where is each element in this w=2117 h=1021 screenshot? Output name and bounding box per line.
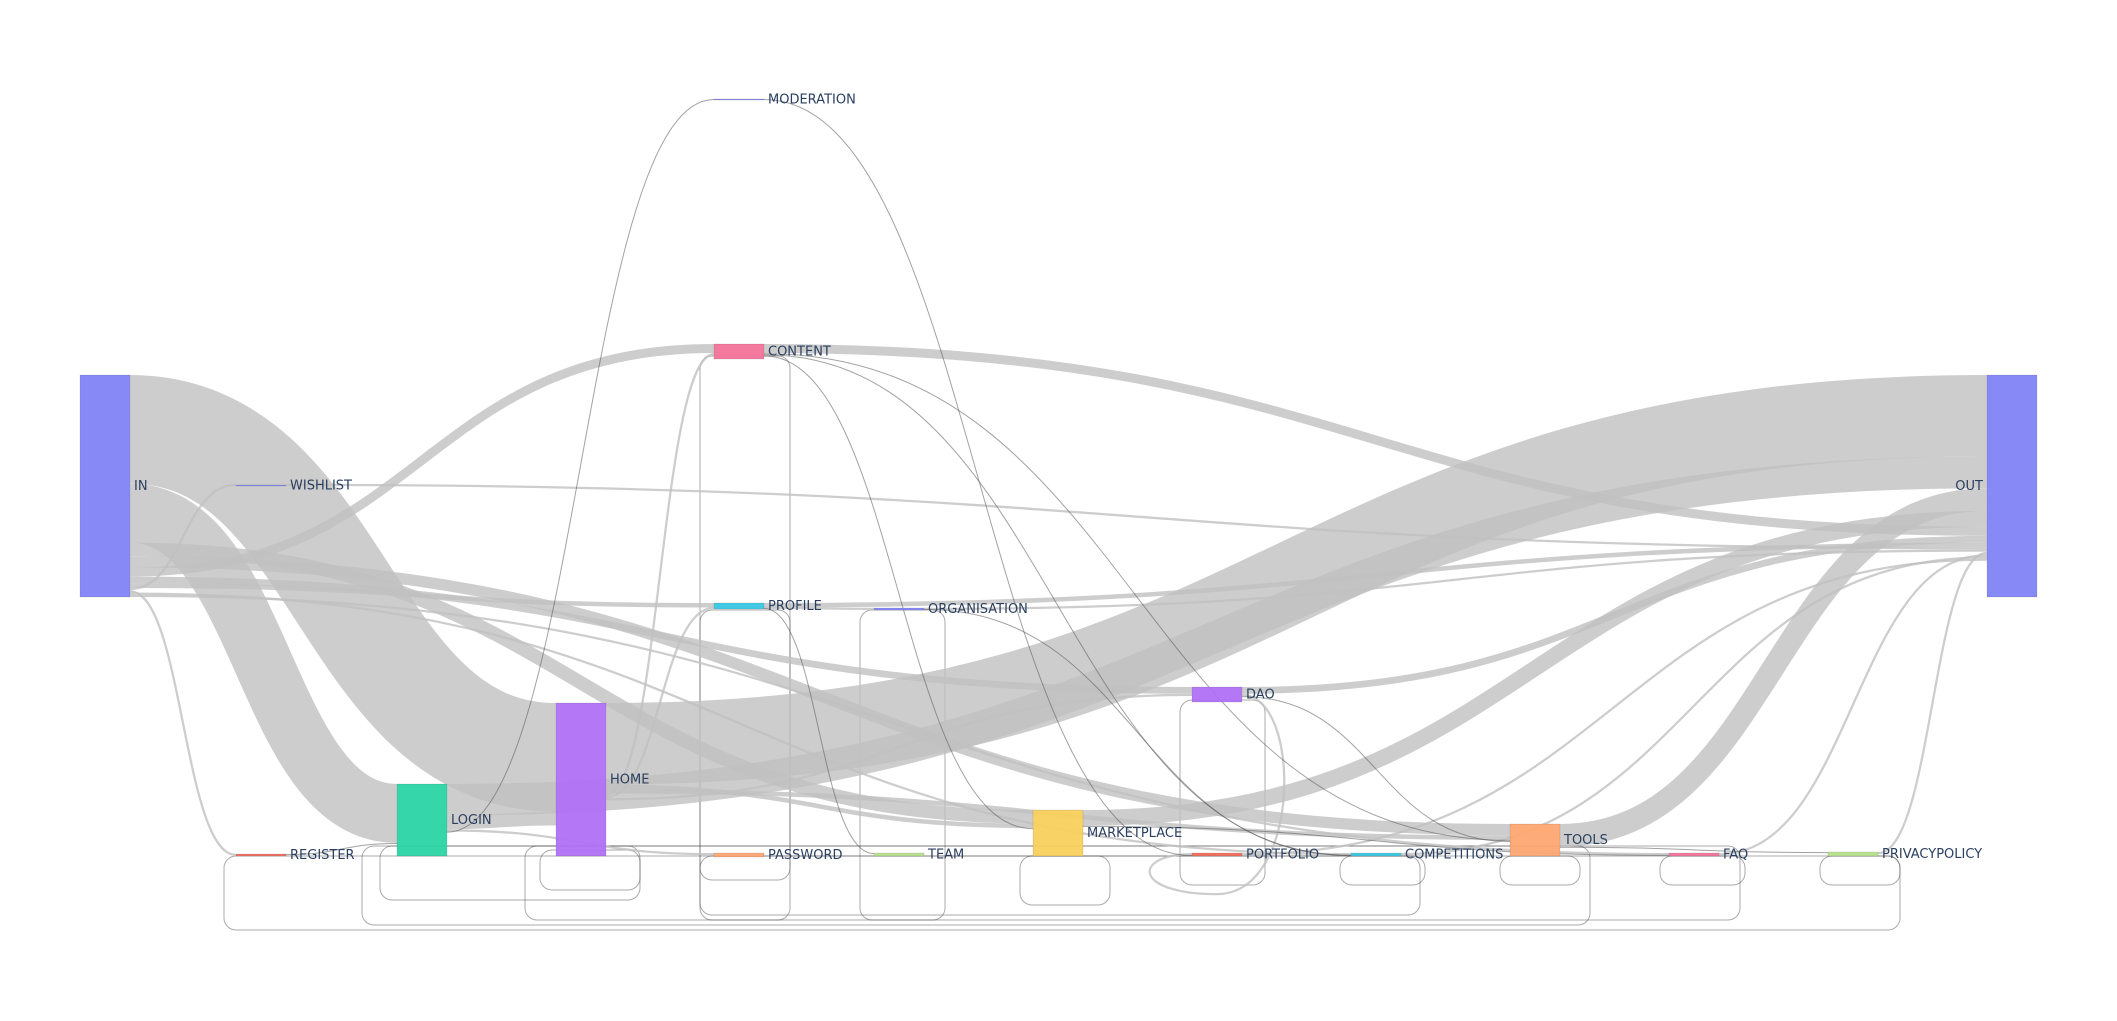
link-organisation-to-competitions[interactable] xyxy=(923,608,1352,856)
link-in-to-content[interactable] xyxy=(129,344,715,577)
link-content-to-marketplace[interactable] xyxy=(763,355,1034,830)
node-label-privacypolicy: PRIVACYPOLICY xyxy=(1882,847,1982,862)
link-home-to-content[interactable] xyxy=(605,353,715,796)
link-in-to-login[interactable] xyxy=(127,483,400,843)
link-register-to-login[interactable] xyxy=(285,842,398,856)
link-organisation-to-out[interactable] xyxy=(923,549,1988,610)
node-label-password: PASSWORD xyxy=(768,848,843,863)
node-wishlist[interactable] xyxy=(235,484,287,487)
link-content-to-tools[interactable] xyxy=(763,353,1511,841)
node-label-dao: DAO xyxy=(1246,688,1275,703)
node-label-marketplace: MARKETPLACE xyxy=(1087,826,1182,841)
node-organisation[interactable] xyxy=(873,607,925,611)
node-label-team: TEAM xyxy=(927,848,964,863)
link-dao-to-portfolio[interactable] xyxy=(1148,693,1286,896)
node-profile[interactable] xyxy=(713,602,765,610)
link-marketplace-to-faq[interactable] xyxy=(1082,825,1670,856)
link-in-to-profile[interactable] xyxy=(129,583,715,608)
node-label-wishlist: WISHLIST xyxy=(290,479,352,494)
link-profile-to-team[interactable] xyxy=(763,607,875,855)
self-loop-link xyxy=(699,355,791,881)
node-label-competitions: COMPETITIONS xyxy=(1405,848,1503,863)
self-loop-link xyxy=(379,845,641,901)
link-in-to-faq[interactable] xyxy=(129,594,1670,856)
link-tools-to-privacypolicy[interactable] xyxy=(1559,846,1829,854)
link-profile-to-organisation[interactable] xyxy=(763,606,875,610)
node-label-register: REGISTER xyxy=(290,848,355,863)
link-home-to-profile[interactable] xyxy=(605,606,715,799)
self-loop-link xyxy=(1499,855,1581,886)
self-loop-link xyxy=(223,855,1901,931)
link-privacypolicy-to-out[interactable] xyxy=(1877,551,1988,855)
link-dao-to-tools[interactable] xyxy=(1241,696,1511,843)
link-in-to-wishlist[interactable] xyxy=(129,483,237,591)
self-loop-link xyxy=(699,855,1421,916)
link-moderation-to-portfolio[interactable] xyxy=(763,99,1193,856)
node-tools[interactable] xyxy=(1509,823,1561,857)
link-home-to-marketplace[interactable] xyxy=(605,784,1034,829)
link-login-to-out[interactable] xyxy=(446,456,1988,816)
node-out[interactable] xyxy=(1986,374,2038,598)
link-in-to-dao[interactable] xyxy=(129,576,1193,694)
node-privacypolicy[interactable] xyxy=(1827,851,1879,857)
node-dao[interactable] xyxy=(1191,686,1243,703)
link-wishlist-to-out[interactable] xyxy=(285,483,1988,550)
node-label-faq: FAQ xyxy=(1723,848,1748,863)
node-label-content: CONTENT xyxy=(768,345,831,360)
link-layer xyxy=(127,99,1988,896)
self-loop-link xyxy=(361,845,1591,926)
node-moderation[interactable] xyxy=(713,98,765,101)
node-in[interactable] xyxy=(79,374,131,598)
link-in-to-competitions[interactable] xyxy=(129,592,1352,856)
self-loop-link xyxy=(1019,855,1111,906)
link-portfolio-to-out[interactable] xyxy=(1241,558,1988,856)
node-label-moderation: MODERATION xyxy=(768,93,856,108)
node-label-home: HOME xyxy=(610,773,649,788)
node-label-organisation: ORGANISATION xyxy=(928,602,1028,617)
link-in-to-register[interactable] xyxy=(129,590,237,856)
link-content-to-out[interactable] xyxy=(763,344,1988,536)
node-password[interactable] xyxy=(713,852,765,858)
node-label-login: LOGIN xyxy=(451,813,492,828)
node-register[interactable] xyxy=(235,853,287,857)
node-marketplace[interactable] xyxy=(1032,809,1084,857)
link-login-to-moderation[interactable] xyxy=(446,99,715,833)
link-in-to-home[interactable] xyxy=(127,374,559,812)
link-home-to-dao[interactable] xyxy=(605,693,1193,801)
link-login-to-home[interactable] xyxy=(446,811,557,830)
link-marketplace-to-out[interactable] xyxy=(1082,510,1988,826)
node-portfolio[interactable] xyxy=(1191,852,1243,857)
node-layer xyxy=(79,98,2038,858)
node-label-out: OUT xyxy=(1955,479,1983,494)
node-login[interactable] xyxy=(396,783,448,857)
node-team[interactable] xyxy=(873,852,925,857)
node-label-profile: PROFILE xyxy=(768,599,822,614)
node-label-in: IN xyxy=(134,479,148,494)
node-home[interactable] xyxy=(555,702,607,857)
node-faq[interactable] xyxy=(1668,852,1720,857)
link-home-to-out[interactable] xyxy=(605,375,1988,785)
link-faq-to-out[interactable] xyxy=(1718,553,1988,856)
node-competitions[interactable] xyxy=(1350,852,1402,857)
link-in-to-tools[interactable] xyxy=(129,556,1511,836)
self-loop-link xyxy=(524,845,1741,921)
node-content[interactable] xyxy=(713,343,765,360)
label-layer: IN OUT MODERATION CONTENT WISHLIST PROFILE ORG… xyxy=(134,93,1983,864)
link-profile-to-out[interactable] xyxy=(763,542,1988,608)
node-label-portfolio: PORTFOLIO xyxy=(1246,848,1319,863)
node-label-tools: TOOLS xyxy=(1563,833,1608,848)
